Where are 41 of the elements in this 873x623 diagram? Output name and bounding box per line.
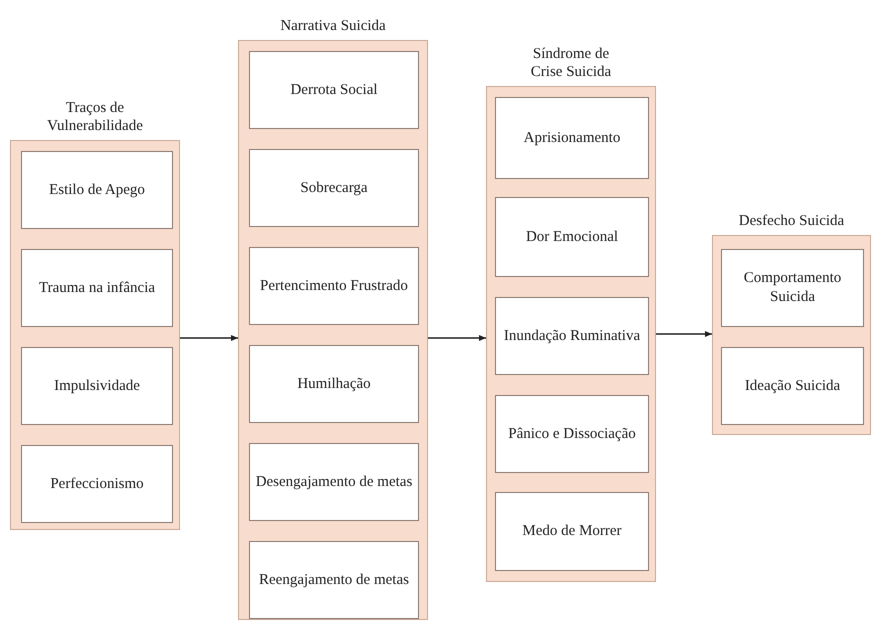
factor-box — [249, 443, 419, 521]
factor-box — [495, 197, 649, 277]
factor-box — [495, 97, 649, 179]
factor-label: Pânico e Dissociação — [507, 424, 637, 444]
factor-box — [495, 297, 649, 375]
factor-label: Dor Emocional — [524, 228, 620, 246]
factor-box — [21, 347, 173, 425]
factor-label: Trauma na infância — [38, 278, 156, 298]
factor-label: Ideação Suicida — [744, 376, 842, 396]
factor-label: Reengajamento de metas — [258, 570, 410, 590]
group-heading: Síndrome de Crise Suicida — [530, 45, 612, 81]
factor-label: Perfeccionismo — [49, 474, 145, 494]
factor-box — [721, 249, 864, 327]
factor-label: Medo de Morrer — [521, 522, 623, 541]
group-heading: Narrativa Suicida — [280, 17, 386, 35]
factor-box — [21, 151, 173, 229]
factor-label: Sobrecarga — [299, 178, 369, 198]
factor-box — [21, 445, 173, 523]
factor-box — [249, 541, 419, 619]
group-heading: Traços de Vulnerabilidade — [46, 99, 144, 135]
factor-label: Impulsividade — [53, 376, 141, 396]
factor-box — [249, 247, 419, 325]
factor-box — [249, 149, 419, 227]
factor-box — [249, 345, 419, 423]
factor-box — [21, 249, 173, 327]
arrow — [428, 335, 486, 341]
factor-label: Humilhação — [296, 374, 372, 394]
factor-box — [249, 51, 419, 129]
group-heading: Desfecho Suicida — [738, 212, 844, 230]
arrow — [180, 335, 238, 341]
factor-label: Derrota Social — [289, 80, 379, 100]
factor-label: Aprisionamento — [522, 128, 622, 148]
factor-box — [495, 492, 649, 571]
factor-label: Pertencimento Frustrado — [259, 276, 409, 296]
factor-box — [721, 347, 864, 425]
factor-label: Comportamento Suicida — [742, 269, 842, 307]
factor-label: Estilo de Apego — [48, 180, 146, 200]
arrow — [656, 331, 712, 337]
factor-box — [495, 395, 649, 473]
factor-label: Desengajamento de metas — [254, 472, 414, 492]
factor-label: Inundação Ruminativa — [502, 326, 642, 346]
